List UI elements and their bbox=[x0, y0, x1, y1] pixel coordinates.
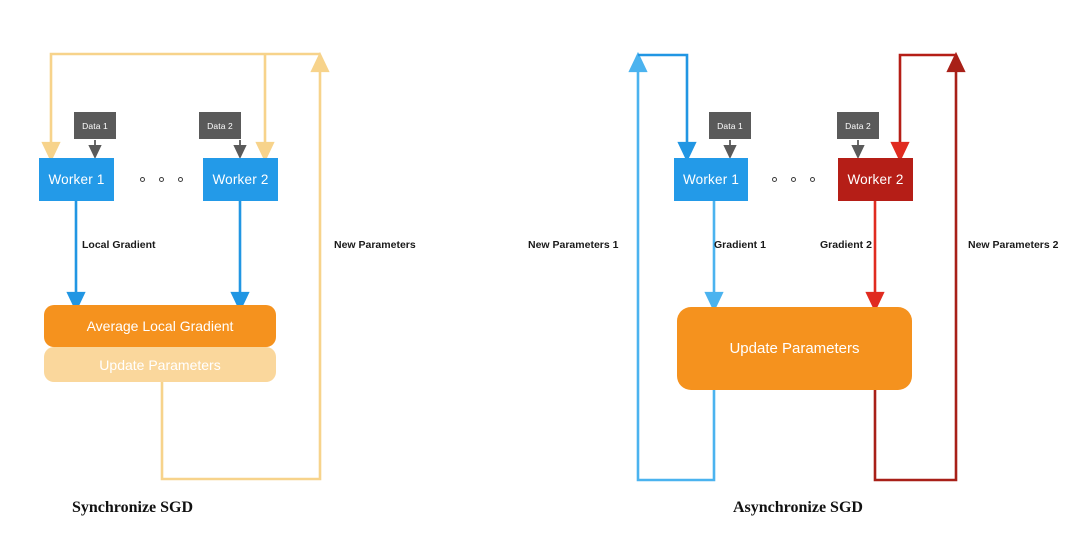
right-new-parameters-1-return-path bbox=[628, 51, 716, 482]
right-data-box-1-label: Data 1 bbox=[717, 120, 743, 131]
right-edge-label-new-parameters-2-text: New Parameters 2 bbox=[968, 239, 1059, 251]
right-new-parameters-2-delivery-path bbox=[890, 53, 956, 163]
ellipsis-dot-icon bbox=[791, 177, 796, 182]
right-edge-label-gradient-2-text: Gradient 2 bbox=[820, 239, 872, 251]
ellipsis-dot-icon bbox=[159, 177, 164, 182]
right-worker-1[interactable]: Worker 1 bbox=[674, 158, 748, 201]
left-worker-1-label: Worker 1 bbox=[48, 172, 105, 187]
left-new-parameters-return-path bbox=[160, 51, 330, 481]
right-worker-2[interactable]: Worker 2 bbox=[838, 158, 913, 201]
ellipsis-dot-icon bbox=[810, 177, 815, 182]
right-data-box-1[interactable]: Data 1 bbox=[709, 112, 751, 139]
ellipsis-dot-icon bbox=[772, 177, 777, 182]
ellipsis-dot-icon bbox=[178, 177, 183, 182]
right-pill-update-parameters[interactable]: Update Parameters bbox=[677, 307, 912, 390]
left-worker-2[interactable]: Worker 2 bbox=[203, 158, 278, 201]
left-data-box-1[interactable]: Data 1 bbox=[74, 112, 116, 139]
left-ellipsis bbox=[140, 177, 183, 182]
left-edge-label-new-parameters: New Parameters bbox=[334, 239, 416, 251]
ellipsis-dot-icon bbox=[140, 177, 145, 182]
left-parameter-bus bbox=[41, 52, 320, 163]
left-data-box-2-label: Data 2 bbox=[207, 120, 233, 131]
right-ellipsis bbox=[772, 177, 815, 182]
left-diagram-caption: Synchronize SGD bbox=[72, 499, 193, 517]
left-pill-update-parameters[interactable]: Update Parameters bbox=[44, 347, 276, 382]
right-worker-2-label: Worker 2 bbox=[847, 172, 904, 187]
left-pill-average-local-gradient[interactable]: Average Local Gradient bbox=[44, 305, 276, 347]
right-new-parameters-2-return-path bbox=[873, 51, 966, 482]
left-data-box-2[interactable]: Data 2 bbox=[199, 112, 241, 139]
right-edge-label-new-parameters-2: New Parameters 2 bbox=[968, 239, 1058, 251]
right-edge-label-new-parameters-1-text: New Parameters 1 bbox=[528, 239, 619, 251]
left-worker-2-label: Worker 2 bbox=[212, 172, 269, 187]
right-edge-label-gradient-2: Gradient 2 bbox=[820, 239, 872, 251]
left-data-box-1-label: Data 1 bbox=[82, 120, 108, 131]
right-data-box-2-label: Data 2 bbox=[845, 120, 871, 131]
right-edge-label-gradient-1: Gradient 1 bbox=[714, 239, 766, 251]
right-edge-label-new-parameters-1: New Parameters 1 bbox=[528, 239, 618, 251]
left-pill-update-parameters-label: Update Parameters bbox=[99, 356, 221, 373]
left-diagram-caption-text: Synchronize SGD bbox=[72, 499, 194, 516]
left-pill-average-local-gradient-label: Average Local Gradient bbox=[86, 318, 234, 334]
left-worker-1[interactable]: Worker 1 bbox=[39, 158, 114, 201]
right-pill-update-parameters-label: Update Parameters bbox=[729, 340, 860, 357]
right-new-parameters-1-delivery-path bbox=[638, 53, 697, 163]
left-edge-label-local-gradient-text: Local Gradient bbox=[82, 239, 156, 251]
right-diagram-caption-text: Asynchronize SGD bbox=[733, 499, 863, 516]
left-edge-label-local-gradient: Local Gradient bbox=[82, 239, 156, 251]
left-edge-label-new-parameters-text: New Parameters bbox=[334, 239, 416, 251]
right-diagram-caption: Asynchronize SGD bbox=[733, 499, 863, 517]
right-worker-1-label: Worker 1 bbox=[682, 172, 740, 187]
right-edge-label-gradient-1-text: Gradient 1 bbox=[714, 239, 766, 251]
right-data-box-2[interactable]: Data 2 bbox=[837, 112, 879, 139]
